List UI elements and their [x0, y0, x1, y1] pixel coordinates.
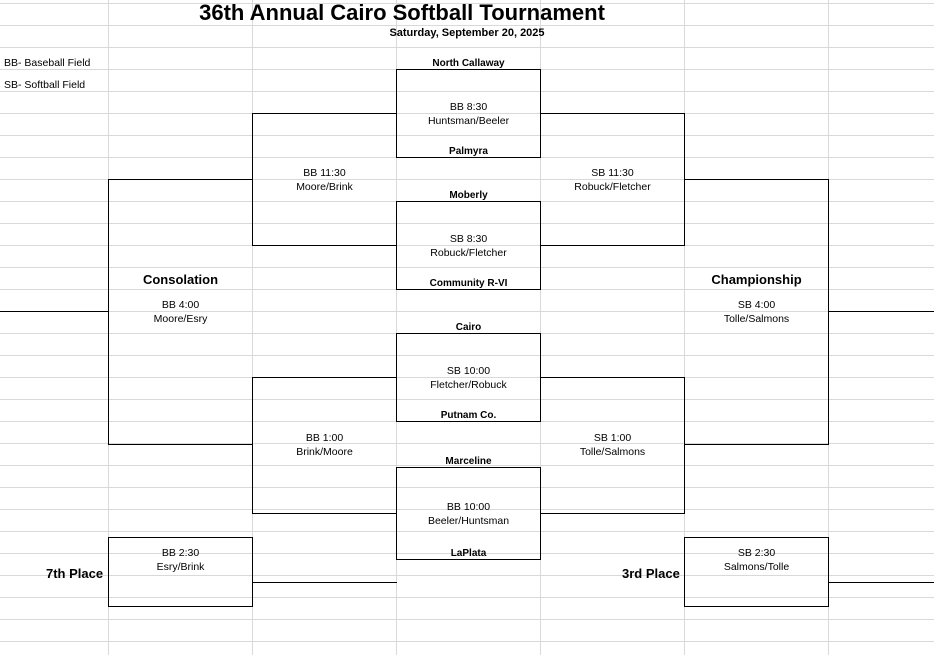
- bracket-line: [396, 201, 541, 202]
- game-umpires: Beeler/Huntsman: [427, 515, 510, 527]
- team-putnam-co: Putnam Co.: [440, 410, 497, 421]
- bracket-line: [396, 289, 541, 290]
- team-community-r-vi: Community R-VI: [429, 278, 508, 289]
- bracket-line: [684, 444, 829, 445]
- game-time: SB 4:00: [737, 299, 776, 311]
- team-moberly: Moberly: [449, 190, 488, 201]
- championship-label: Championship: [711, 272, 802, 287]
- bracket-line: [828, 311, 934, 312]
- bracket-line: [252, 582, 397, 583]
- legend-softball: SB- Softball Field: [4, 79, 86, 91]
- bracket-line: [828, 582, 934, 583]
- bracket-line: [828, 537, 829, 607]
- bracket-line: [252, 377, 253, 514]
- game-umpires: Salmons/Tolle: [723, 561, 790, 573]
- game-time: BB 1:00: [305, 432, 344, 444]
- event-date: Saturday, September 20, 2025: [389, 27, 545, 39]
- game-time: BB 4:00: [161, 299, 200, 311]
- team-marceline: Marceline: [445, 456, 492, 467]
- bracket-line: [396, 559, 541, 560]
- consolation-label: Consolation: [142, 272, 219, 287]
- page-title: 36th Annual Cairo Softball Tournament: [199, 0, 605, 25]
- seventh-place-label: 7th Place: [46, 566, 104, 581]
- bracket-line: [0, 311, 109, 312]
- game-time: BB 10:00: [446, 501, 491, 513]
- bracket-line: [108, 537, 253, 538]
- bracket-line: [540, 377, 685, 378]
- third-place-label: 3rd Place: [622, 566, 680, 581]
- bracket-line: [252, 245, 397, 246]
- team-laplata: LaPlata: [450, 548, 487, 559]
- game-umpires: Brink/Moore: [296, 446, 353, 458]
- game-time: BB 8:30: [449, 101, 488, 113]
- bracket-line: [108, 444, 253, 445]
- bracket-line: [252, 113, 397, 114]
- bracket-line: [252, 537, 253, 607]
- game-time: BB 2:30: [161, 547, 200, 559]
- bracket-line: [108, 606, 253, 607]
- bracket-line: [108, 537, 109, 607]
- team-palmyra: Palmyra: [449, 146, 488, 157]
- game-time: SB 11:30: [591, 167, 634, 179]
- game-umpires: Tolle/Salmons: [723, 313, 790, 325]
- game-umpires: Huntsman/Beeler: [427, 115, 510, 127]
- bracket-line: [684, 537, 685, 607]
- game-time: SB 10:00: [446, 365, 491, 377]
- bracket-line: [540, 245, 685, 246]
- game-time: SB 1:00: [593, 432, 632, 444]
- bracket-line: [396, 333, 541, 334]
- game-time: SB 2:30: [737, 547, 776, 559]
- bracket-line: [684, 606, 829, 607]
- team-north-callaway: North Callaway: [432, 58, 505, 69]
- team-cairo: Cairo: [455, 322, 482, 333]
- bracket-line: [684, 377, 685, 514]
- bracket-line: [684, 537, 829, 538]
- bracket-line: [252, 513, 397, 514]
- bracket-line: [540, 113, 685, 114]
- game-time: BB 11:30: [303, 167, 346, 179]
- bracket-line: [108, 179, 253, 180]
- game-time: SB 8:30: [449, 233, 488, 245]
- game-umpires: Tolle/Salmons: [579, 446, 646, 458]
- bracket-line: [108, 179, 109, 445]
- bracket-line: [828, 179, 829, 445]
- game-umpires: Esry/Brink: [156, 561, 205, 573]
- game-umpires: Robuck/Fletcher: [574, 181, 651, 193]
- game-umpires: Moore/Esry: [153, 313, 208, 325]
- bracket-line: [396, 421, 541, 422]
- legend-baseball: BB- Baseball Field: [4, 57, 91, 69]
- game-umpires: Fletcher/Robuck: [430, 379, 507, 391]
- bracket-line: [396, 157, 541, 158]
- bracket-line: [396, 69, 541, 70]
- bracket-line: [540, 513, 685, 514]
- bracket-line: [252, 377, 397, 378]
- game-umpires: Moore/Brink: [296, 181, 353, 193]
- bracket-line: [684, 179, 829, 180]
- bracket-line: [396, 467, 541, 468]
- game-umpires: Robuck/Fletcher: [430, 247, 507, 259]
